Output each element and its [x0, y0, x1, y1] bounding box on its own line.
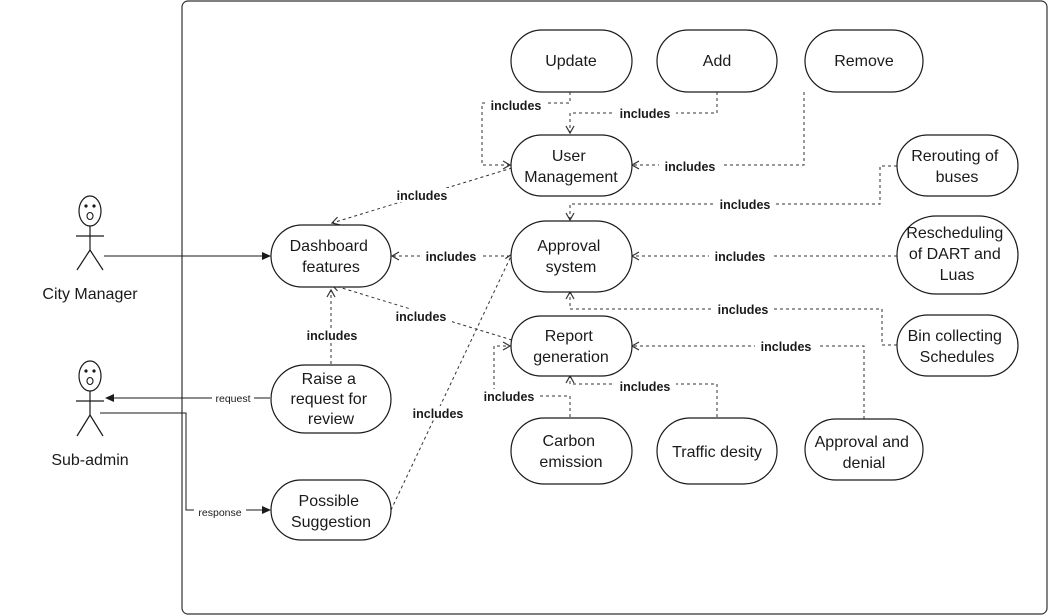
label-includes-report: includes: [396, 310, 447, 324]
use-case-update-label: Update: [545, 53, 597, 70]
label-includes-user-management: includes: [397, 189, 448, 203]
use-case-approval-denial[interactable]: Approval and denial: [804, 418, 924, 481]
use-case-rerouting[interactable]: Rerouting of buses: [896, 134, 1019, 197]
use-case-remove-label: Remove: [834, 53, 894, 70]
use-case-report-generation-label: Report generation: [533, 328, 609, 366]
label-includes-approval: includes: [426, 250, 477, 264]
edge-remove-user-management: [630, 92, 805, 170]
label-includes-approval-denial: includes: [761, 340, 812, 354]
edge-update-user-management: [481, 92, 571, 170]
edge-bin-approval: [565, 290, 897, 346]
actor-city-manager[interactable]: City Manager: [42, 195, 138, 303]
use-case-approval-denial-label: Approval and denial: [815, 434, 914, 472]
system-boundary: [181, 0, 1048, 615]
label-includes-rerouting: includes: [720, 198, 771, 212]
use-case-traffic-density[interactable]: Traffic desity: [656, 417, 778, 485]
use-case-raise-request-label: Raise a request for review: [291, 371, 372, 428]
use-case-bin-collecting[interactable]: Bin collecting Schedules: [896, 314, 1019, 377]
use-case-add[interactable]: Add: [656, 29, 778, 93]
label-includes-bin: includes: [718, 303, 769, 317]
use-case-carbon-emission-label: Carbon emission: [539, 433, 602, 471]
label-includes-suggestion: includes: [413, 407, 464, 421]
actor-sub-admin[interactable]: Sub-admin: [51, 360, 129, 469]
use-cases: Update Add Remove User Management Re: [270, 29, 1019, 541]
label-includes-carbon: includes: [484, 390, 535, 404]
use-case-remove[interactable]: Remove: [804, 29, 924, 93]
label-includes-rescheduling: includes: [715, 250, 766, 264]
connectors: [100, 92, 897, 514]
use-case-rescheduling[interactable]: Rescheduling of DART and Luas: [896, 215, 1019, 295]
label-includes-remove: includes: [665, 160, 716, 174]
edge-suggestion-approval: [390, 252, 514, 511]
label-includes-update: includes: [491, 99, 542, 113]
actor-sub-admin-figure-icon: [76, 360, 104, 437]
use-case-possible-suggestion-label: Possible Suggestion: [291, 493, 371, 531]
use-case-bin-collecting-label: Bin collecting Schedules: [908, 328, 1007, 366]
label-request: request: [215, 393, 250, 405]
use-case-approval-system[interactable]: Approval system: [510, 220, 633, 293]
use-case-raise-request[interactable]: Raise a request for review: [270, 364, 392, 434]
actor-city-manager-figure-icon: [76, 195, 104, 271]
label-response: response: [198, 507, 241, 519]
use-case-add-label: Add: [703, 53, 731, 70]
use-case-approval-system-label: Approval system: [537, 238, 605, 276]
label-includes-raise: includes: [307, 329, 358, 343]
edge-report-dashboard: [330, 282, 513, 341]
edge-labels: includes includes includes includes incl…: [194, 98, 817, 519]
use-case-user-management-label: User Management: [524, 148, 618, 186]
use-case-rerouting-label: Rerouting of buses: [911, 148, 1003, 186]
label-includes-traffic: includes: [620, 380, 671, 394]
use-case-possible-suggestion[interactable]: Possible Suggestion: [270, 479, 392, 541]
use-case-carbon-emission[interactable]: Carbon emission: [510, 417, 633, 485]
use-case-rescheduling-label: Rescheduling of DART and Luas: [906, 225, 1007, 284]
use-case-traffic-density-label: Traffic desity: [672, 444, 762, 461]
label-includes-add: includes: [620, 107, 671, 121]
edge-rerouting-approval: [565, 165, 897, 222]
use-case-user-management[interactable]: User Management: [510, 134, 633, 197]
use-case-dashboard[interactable]: Dashboard features: [270, 224, 392, 288]
edge-approval-denial-report: [630, 341, 865, 419]
actor-city-manager-label: City Manager: [42, 286, 138, 303]
use-case-report-generation[interactable]: Report generation: [510, 315, 633, 377]
use-case-dashboard-label: Dashboard features: [290, 238, 373, 276]
use-case-update[interactable]: Update: [510, 29, 633, 93]
edge-user-management-dashboard: [330, 167, 513, 226]
actor-sub-admin-label: Sub-admin: [51, 452, 128, 469]
